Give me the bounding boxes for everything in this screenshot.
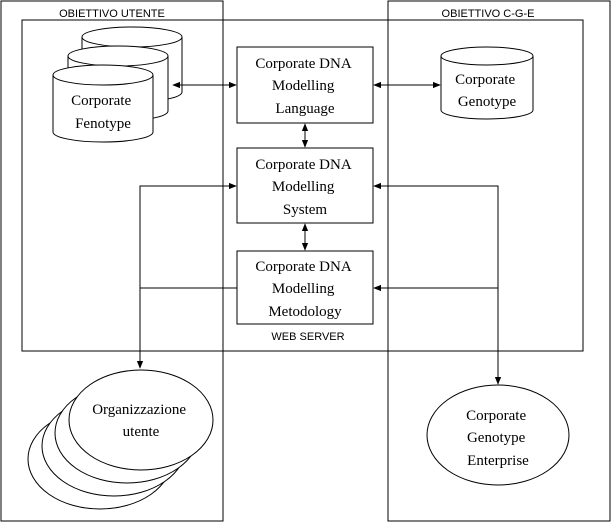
web-server-label: WEB SERVER	[271, 331, 344, 343]
genotype-database: Corporate Genotype	[440, 46, 534, 120]
system-label: Corporate DNA Modelling System	[255, 157, 354, 218]
arrow-system-organizzazione	[136, 182, 237, 369]
fenotype-database-stack: Corporate Fenotype	[52, 26, 183, 143]
connectors	[136, 81, 502, 385]
genotype-label: Corporate Genotype	[455, 72, 519, 110]
fenotype-label: Corporate Fenotype	[71, 93, 135, 132]
organizzazione-stack: Organizzazione utente	[27, 369, 214, 510]
left-region-label: OBIETTIVO UTENTE	[59, 8, 165, 20]
fenotype-cylinder-front	[52, 64, 154, 143]
language-box: Corporate DNA Modelling Language	[236, 46, 374, 124]
right-region-label: OBIETTIVO C-G-E	[442, 8, 535, 20]
enterprise-node: Corporate Genotype Enterprise	[426, 384, 570, 486]
metodology-box: Corporate DNA Modelling Metodology	[236, 250, 374, 325]
system-box: Corporate DNA Modelling System	[236, 147, 374, 224]
enterprise-label: Corporate Genotype Enterprise	[466, 408, 530, 469]
language-label: Corporate DNA Modelling Language	[255, 56, 354, 117]
metodology-label: Corporate DNA Modelling Metodology	[255, 259, 354, 320]
organizzazione-label: Organizzazione utente	[92, 402, 190, 440]
arrow-system-enterprise	[373, 182, 502, 385]
web-server-frame	[21, 19, 584, 352]
